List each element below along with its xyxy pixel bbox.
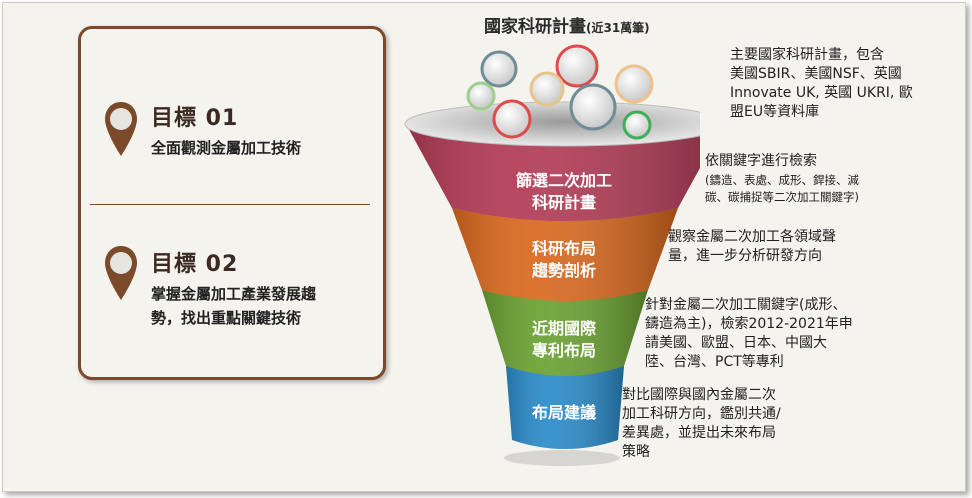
stage-1-label-line1: 篩選二次加工 — [515, 171, 612, 190]
stage-1-description: 依關鍵字進行檢索 — [705, 152, 817, 171]
stage-2-label-line1: 科研布局 — [531, 239, 596, 258]
bubble — [466, 81, 496, 111]
goals-panel — [78, 26, 386, 380]
funnel-graphic — [404, 44, 700, 466]
stage-4-description: 對比國際與國內金屬二次 加工科研方向，鑑別共通/ 差異處，並提出未來布局 策略 — [622, 386, 781, 462]
stage-2-desc-line: 量，進一步分析研發方向 — [668, 248, 822, 264]
stage-1-desc-line: 依關鍵字進行檢索 — [705, 153, 817, 169]
stage-1-note: (鑄造、表處、成形、銲接、減 碳、碳捕捉等二次加工關鍵字) — [705, 172, 859, 206]
goal-2-text-line2: 勢，找出重點關鍵技術 — [151, 309, 302, 327]
source-desc-line: Innovate UK, 英國 UKRI, 歐 — [730, 85, 913, 101]
goal-2-text-line1: 掌握金屬加工產業發展趨 — [151, 285, 317, 303]
bubble — [622, 110, 652, 140]
stage-1-note-line: 碳、碳捕捉等二次加工關鍵字) — [705, 190, 859, 204]
bubble — [529, 71, 565, 107]
stage-4-desc-line: 對比國際與國內金屬二次 — [622, 387, 776, 403]
funnel-stage-2-shading — [452, 208, 678, 301]
funnel-top-title: 國家科研計畫(近31萬筆) — [484, 12, 650, 37]
stage-1-note-line: (鑄造、表處、成形、銲接、減 — [705, 173, 859, 187]
source-desc-line: 盟EU等資料庫 — [730, 104, 820, 120]
goal-2-title: 目標 02 — [151, 252, 239, 277]
stage-3-label: 近期國際 專利布局 — [494, 318, 634, 362]
location-pin-icon — [105, 102, 137, 156]
stage-3-desc-line: 請美國、歐盟、日本、中國大 — [645, 335, 827, 351]
stage-1-label-line2: 科研計畫 — [531, 193, 596, 212]
stage-2-description: 觀察金屬二次加工各領域聲 量，進一步分析研發方向 — [668, 228, 836, 266]
bubble — [569, 83, 617, 131]
goal-1-text: 全面觀測金屬加工技術 — [151, 139, 302, 157]
stage-3-desc-line: 鑄造為主)，檢索2012-2021年申 — [645, 316, 853, 332]
source-description: 主要國家科研計畫，包含 美國SBIR、美國NSF、英國 Innovate UK,… — [730, 46, 913, 122]
source-desc-line: 美國SBIR、美國NSF、英國 — [730, 66, 902, 82]
bubble — [614, 64, 654, 104]
funnel-stage-1-shading — [406, 124, 700, 221]
bubble — [492, 99, 532, 139]
stage-3-label-line2: 專利布局 — [531, 341, 596, 360]
funnel-top-title-main: 國家科研計畫 — [484, 17, 586, 37]
source-desc-line: 主要國家科研計畫，包含 — [730, 47, 884, 63]
stage-3-desc-line: 針對金屬二次加工關鍵字(成形、 — [645, 297, 847, 313]
funnel-top-title-note: (近31萬筆) — [586, 21, 650, 35]
stage-3-label-line1: 近期國際 — [531, 319, 596, 338]
stage-2-desc-line: 觀察金屬二次加工各領域聲 — [668, 229, 836, 245]
goal-1-title: 目標 01 — [151, 106, 239, 131]
stage-4-desc-line: 差異處，並提出未來布局 — [622, 425, 776, 441]
stage-3-description: 針對金屬二次加工關鍵字(成形、 鑄造為主)，檢索2012-2021年申 請美國、… — [645, 296, 853, 372]
bubble — [480, 50, 518, 88]
funnel-shadow — [504, 450, 620, 466]
goal-divider — [90, 204, 370, 205]
funnel-stage-4-shading — [506, 366, 624, 449]
location-pin-icon — [105, 246, 137, 300]
data-bubbles — [466, 44, 654, 140]
funnel-stage-3-shading — [482, 290, 648, 376]
stage-4-label: 布局建議 — [531, 403, 596, 422]
funnel-rim — [404, 101, 700, 147]
goal-2-text: 掌握金屬加工產業發展趨 勢，找出重點關鍵技術 — [151, 282, 316, 330]
stage-4-desc-line: 加工科研方向，鑑別共通/ — [622, 406, 781, 422]
stage-4-desc-line: 策略 — [622, 444, 650, 460]
bubble — [555, 44, 599, 88]
stage-3-desc-line: 陸、台灣、PCT等專利 — [645, 354, 784, 370]
stage-1-label: 篩選二次加工 科研計畫 — [494, 170, 634, 214]
stage-2-label: 科研布局 趨勢剖析 — [494, 238, 634, 282]
stage-2-label-line2: 趨勢剖析 — [531, 261, 596, 280]
